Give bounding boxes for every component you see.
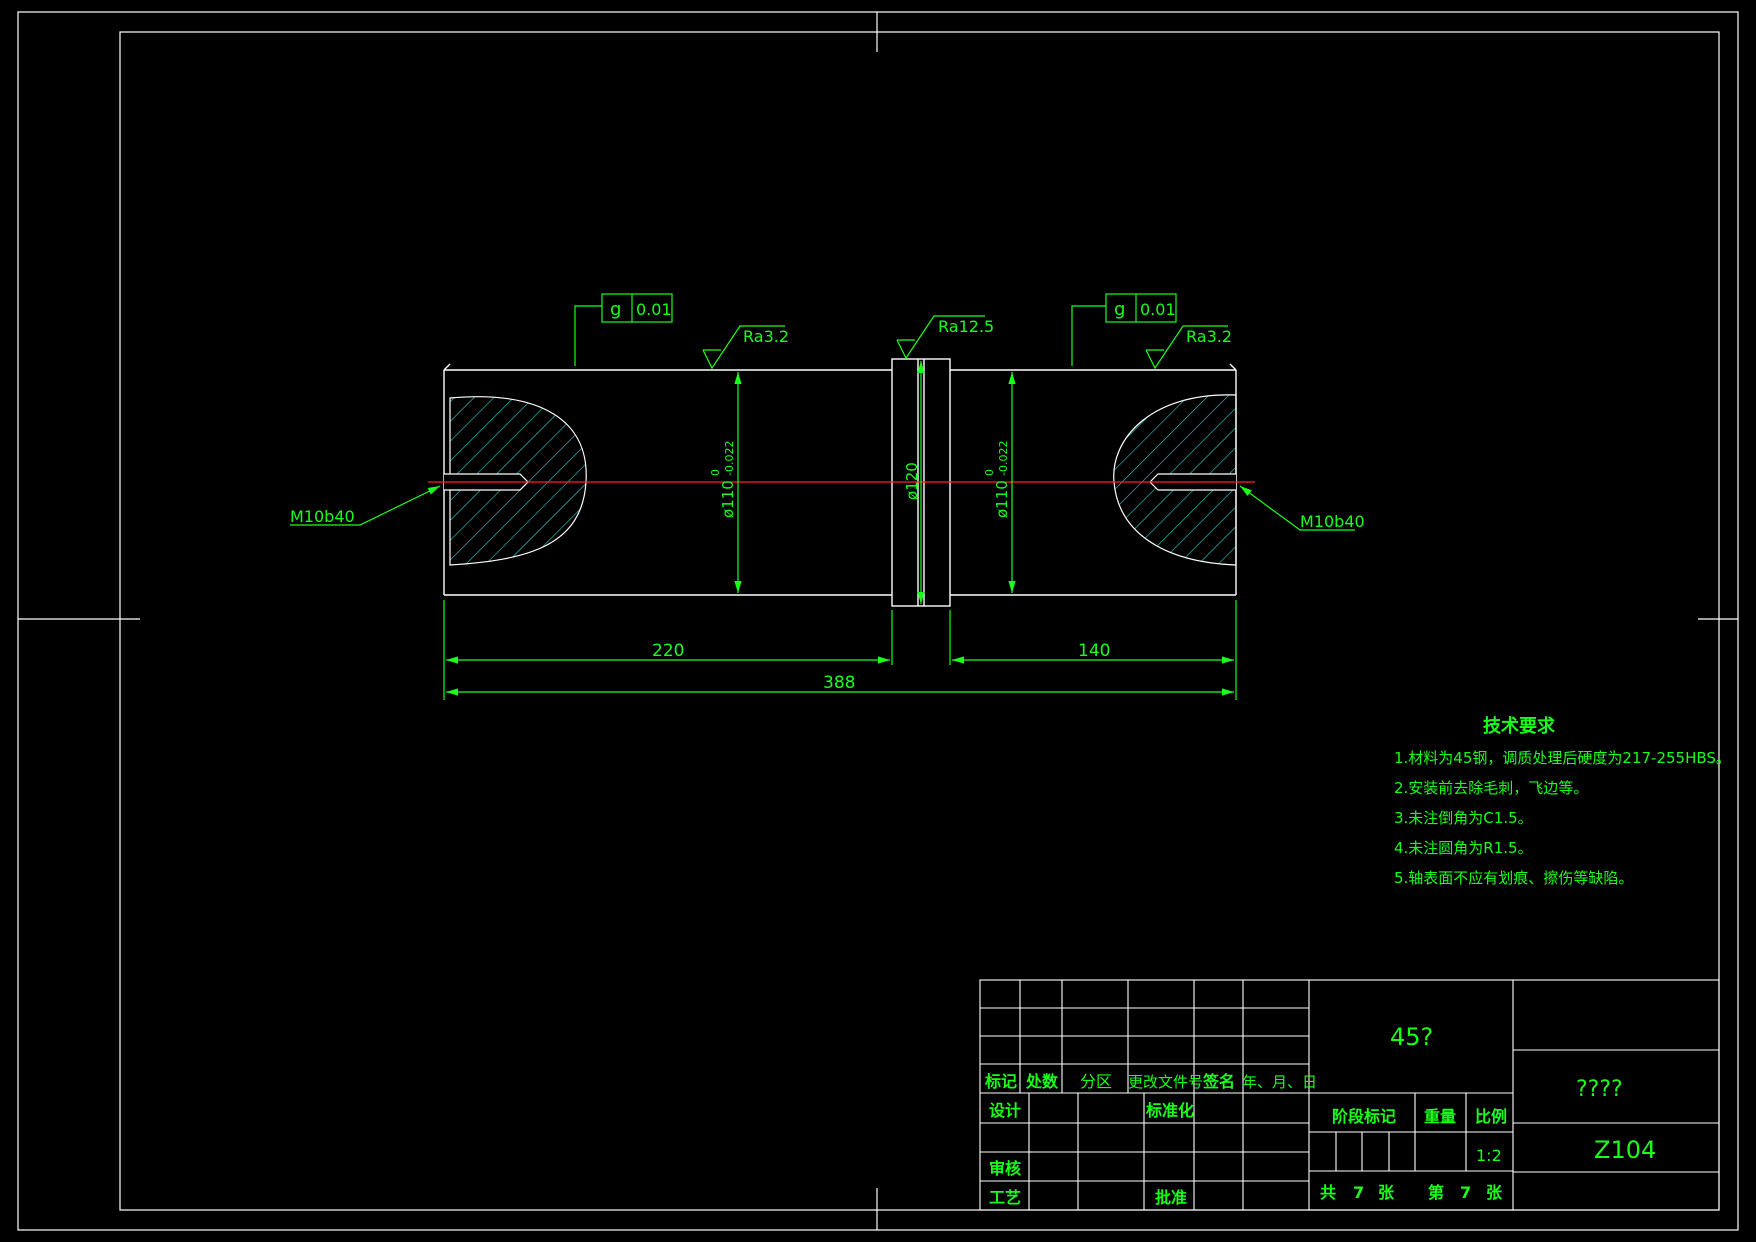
length-right-label: 140 (1078, 641, 1110, 661)
diameter-right-label: ø110 (993, 480, 1011, 518)
title-block-text: 标记 处数 分区 更改文件号 签名 年、月、日 设计 标准化 审核 工艺 批准 … (984, 1023, 1656, 1207)
tolerance-frame-right (1071, 293, 1177, 366)
tb-review: 审核 (989, 1159, 1021, 1178)
tech-req-item-4: 4.未注圆角为R1.5。 (1394, 839, 1533, 857)
length-total-label: 388 (823, 673, 855, 693)
roughness-right-label: Ra3.2 (1186, 327, 1232, 346)
tb-sheet-current: 7 (1460, 1183, 1471, 1202)
roughness-center-label: Ra12.5 (938, 317, 994, 336)
tb-header-change-doc: 更改文件号 (1128, 1073, 1203, 1091)
length-left-label: 220 (652, 641, 684, 661)
diameter-right-lower: -0.022 (997, 441, 1010, 476)
tb-drawing-number: Z104 (1594, 1136, 1656, 1164)
diameter-left-label: ø110 (719, 480, 737, 518)
tb-standardize: 标准化 (1145, 1101, 1194, 1120)
tb-header-zone: 分区 (1080, 1072, 1112, 1091)
tolerance-left-symbol: g (610, 299, 621, 320)
tb-scale-label: 比例 (1475, 1107, 1507, 1126)
tb-weight: 重量 (1424, 1107, 1456, 1126)
tb-material: 45? (1390, 1023, 1433, 1051)
roughness-symbol-center (896, 315, 985, 360)
tech-req-item-1: 1.材料为45钢，调质处理后硬度为217-255HBS。 (1394, 749, 1731, 767)
tb-sheet-total-unit: 张 (1378, 1183, 1395, 1202)
tb-header-date: 年、月、日 (1242, 1073, 1317, 1091)
tolerance-right-symbol: g (1114, 299, 1125, 320)
tb-design: 设计 (989, 1101, 1021, 1120)
thread-right-label: M10b40 (1300, 512, 1365, 531)
tech-req-item-3: 3.未注倒角为C1.5。 (1394, 809, 1533, 827)
title-block (979, 979, 1720, 1211)
tolerance-right-value: 0.01 (1140, 300, 1176, 319)
roughness-left-label: Ra3.2 (743, 327, 789, 346)
tolerance-frame-left (574, 293, 673, 366)
tb-part-name: ???? (1576, 1077, 1623, 1102)
technical-requirements: 技术要求 1.材料为45钢，调质处理后硬度为217-255HBS。 2.安装前去… (1394, 715, 1731, 887)
tb-header-mark: 标记 (984, 1072, 1017, 1091)
diameter-left-lower: -0.022 (723, 441, 736, 476)
tb-header-signature: 签名 (1202, 1072, 1235, 1091)
diameter-dimensions (734, 361, 1016, 604)
tech-req-item-5: 5.轴表面不应有划痕、擦伤等缺陷。 (1394, 869, 1633, 887)
tb-process: 工艺 (989, 1188, 1021, 1207)
tolerance-left-value: 0.01 (636, 300, 672, 319)
tb-header-count: 处数 (1025, 1072, 1059, 1091)
sheet-frame (17, 11, 1739, 1231)
roughness-symbol-right (1145, 325, 1228, 370)
diameter-left-upper: 0 (709, 469, 722, 476)
tb-scale-value: 1:2 (1476, 1146, 1502, 1165)
tb-sheet-current-prefix: 第 (1428, 1183, 1444, 1202)
tb-stage-mark: 阶段标记 (1332, 1107, 1396, 1126)
diameter-center-label: ø120 (903, 462, 921, 500)
length-dimensions (443, 600, 1237, 700)
tech-req-title: 技术要求 (1483, 715, 1556, 737)
tb-approve: 批准 (1155, 1188, 1187, 1207)
tb-sheet-total: 7 (1353, 1183, 1364, 1202)
roughness-symbol-left (702, 325, 785, 370)
thread-leaders (290, 485, 1355, 531)
tb-sheet-total-prefix: 共 (1320, 1183, 1336, 1202)
thread-left-label: M10b40 (290, 507, 355, 526)
diameter-right-upper: 0 (983, 469, 996, 476)
tech-req-item-2: 2.安装前去除毛刺，飞边等。 (1394, 779, 1588, 797)
tb-sheet-current-unit: 张 (1486, 1183, 1503, 1202)
